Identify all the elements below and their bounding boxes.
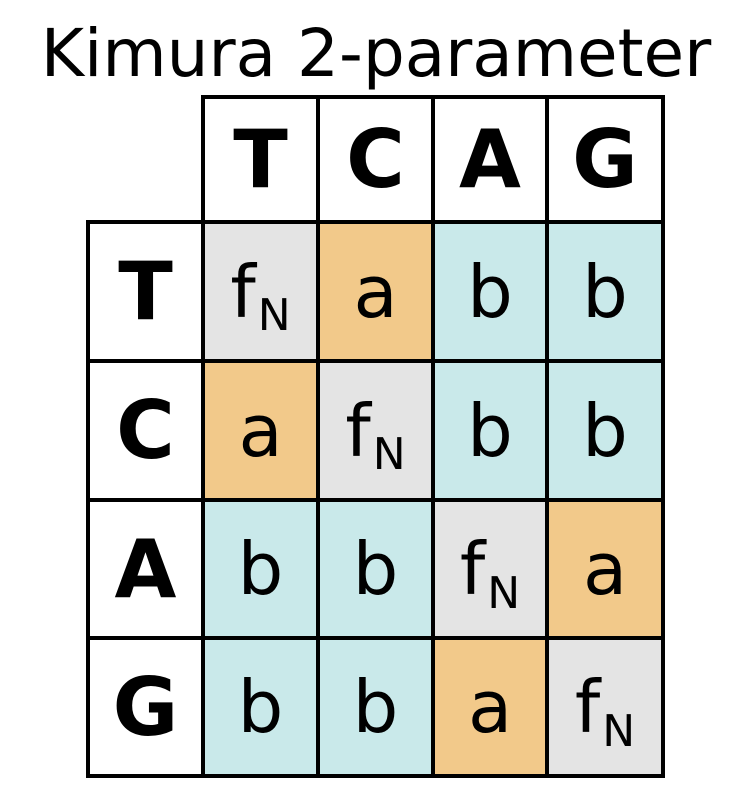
matrix-cell-t-a: b <box>431 220 549 363</box>
cell-value: a <box>238 388 283 473</box>
cell-value: f <box>230 249 256 334</box>
cell-value: f <box>574 665 601 749</box>
cell-value: b <box>467 249 513 334</box>
cell-value: a <box>353 249 398 334</box>
matrix-cell-c-g: b <box>545 359 665 502</box>
row-header-t: T <box>86 220 205 363</box>
matrix-cell-g-c: b <box>316 636 435 778</box>
col-header-g: G <box>545 95 665 224</box>
matrix-cell-a-c: b <box>316 498 435 640</box>
cell-value: b <box>582 388 628 473</box>
cell-value: b <box>352 527 399 611</box>
cell-value: b <box>237 527 284 611</box>
matrix-cell-t-g: b <box>545 220 665 363</box>
cell-value: b <box>467 388 513 473</box>
row-header-c: C <box>86 359 205 502</box>
row-header-g: G <box>86 636 205 778</box>
matrix-cell-g-t: b <box>201 636 320 778</box>
matrix-cell-a-g: a <box>545 498 665 640</box>
cell-value: b <box>582 249 628 334</box>
cell-value: a <box>582 527 628 611</box>
matrix-cell-t-c: a <box>316 220 435 363</box>
cell-value: b <box>237 665 284 749</box>
cell-subscript: N <box>487 567 521 619</box>
matrix-cell-c-t: a <box>201 359 320 502</box>
col-header-t: T <box>201 95 320 224</box>
col-header-c: C <box>316 95 435 224</box>
col-header-a: A <box>431 95 549 224</box>
cell-subscript: N <box>372 429 406 480</box>
matrix-cell-g-a: a <box>431 636 549 778</box>
row-header-a: A <box>86 498 205 640</box>
diagram-title: Kimura 2-parameter <box>40 15 712 92</box>
matrix-cell-a-t: b <box>201 498 320 640</box>
cell-value: b <box>352 665 399 749</box>
matrix-cell-c-a: b <box>431 359 549 502</box>
cell-value: f <box>459 527 486 611</box>
cell-subscript: N <box>257 290 291 341</box>
cell-value: a <box>467 665 513 749</box>
cell-subscript: N <box>602 705 636 757</box>
cell-value: f <box>345 388 371 473</box>
